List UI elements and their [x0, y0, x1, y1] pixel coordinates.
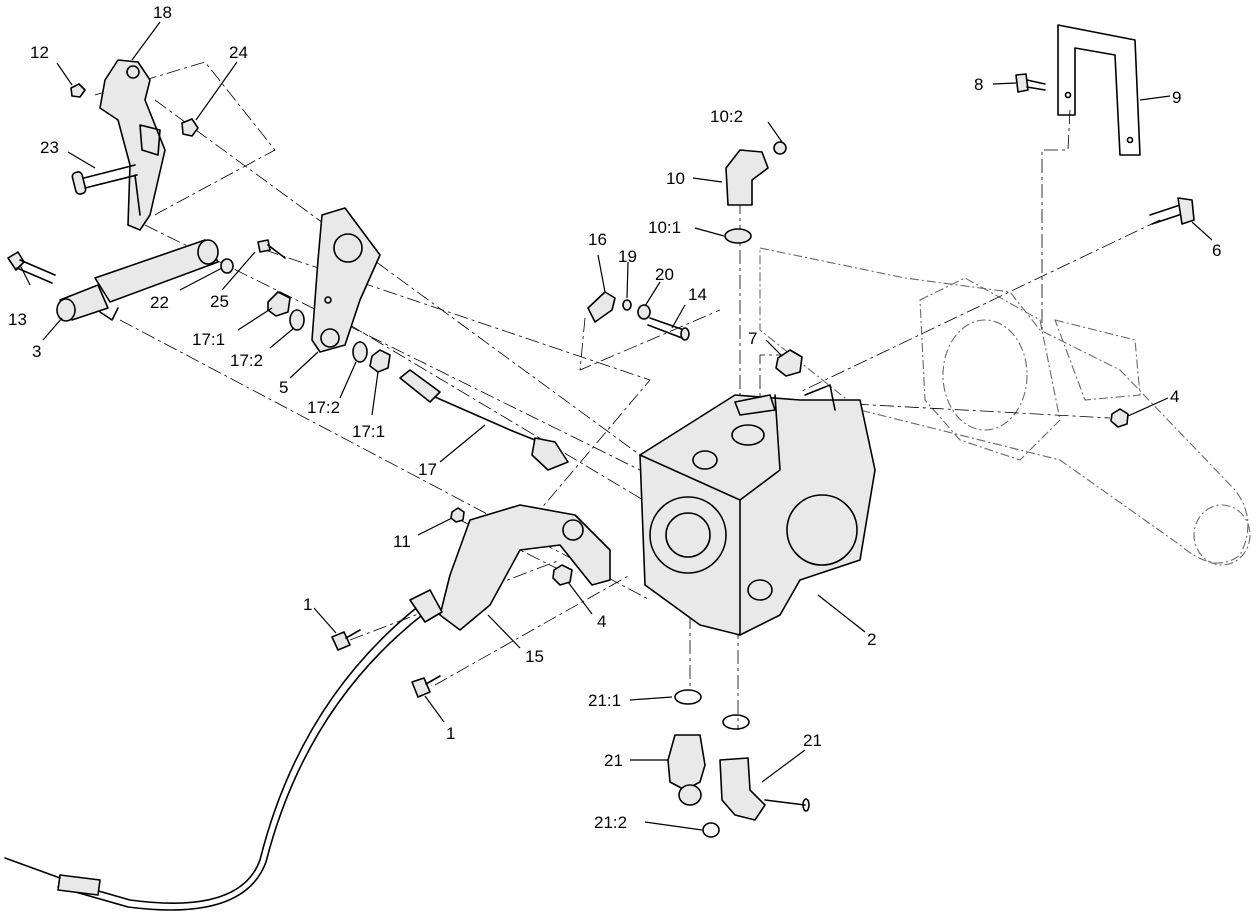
callout-17-2-left: 17:2	[230, 351, 263, 370]
callout-11: 11	[393, 532, 411, 551]
bolt-14	[647, 317, 690, 341]
bolt-25	[257, 239, 286, 259]
nut-17-1-right	[369, 349, 391, 373]
nut-24	[181, 118, 199, 137]
callout-22: 22	[150, 293, 169, 312]
washer-17-2-right	[352, 341, 368, 363]
callout-3: 3	[32, 342, 41, 361]
callout-4-left: 4	[597, 612, 606, 631]
leader-lines	[19, 21, 1213, 831]
washer-20	[637, 304, 651, 320]
washer-22	[220, 258, 234, 274]
nut-4-right	[1110, 408, 1129, 428]
callout-17-1-left: 17:1	[192, 330, 225, 349]
callout-4-right: 4	[1170, 387, 1179, 406]
bracket-9	[1057, 24, 1141, 156]
callout-16: 16	[588, 230, 607, 249]
linkage-16	[587, 291, 616, 323]
callout-12: 12	[30, 43, 49, 62]
callout-15: 15	[525, 647, 544, 666]
pump-housing-2	[639, 384, 876, 636]
fitting-21-left	[667, 734, 706, 806]
callout-21-1: 21:1	[588, 691, 621, 710]
callout-6: 6	[1212, 241, 1221, 260]
callout-labels: 12 18 24 23 13 3 22 25 17:1 17:2 5 17:2 …	[8, 3, 1221, 832]
callout-9: 9	[1172, 88, 1181, 107]
bolt-1-lower	[411, 675, 441, 698]
callout-23: 23	[40, 138, 59, 157]
callout-7: 7	[748, 329, 757, 348]
control-cable	[4, 589, 443, 911]
mounting-plate-5	[311, 207, 381, 353]
sensor-17	[399, 369, 569, 471]
control-lever	[99, 59, 166, 231]
oring-21-1-left	[674, 689, 702, 705]
elbow-fitting-10	[724, 141, 787, 244]
bolt-23	[71, 164, 138, 195]
washer-17-2-left	[289, 309, 305, 331]
nut-12	[70, 83, 86, 98]
cylinder-3	[56, 239, 219, 322]
callout-13: 13	[8, 310, 27, 329]
nut-7	[775, 349, 803, 377]
bolt-8	[1015, 73, 1046, 93]
oring-21-1-right	[722, 714, 750, 730]
oring-21-2	[702, 822, 720, 838]
callout-21-left: 21	[604, 751, 623, 770]
bracket-15	[439, 504, 611, 631]
callout-21-right: 21	[803, 731, 822, 750]
bolt-13	[7, 251, 56, 284]
callout-14: 14	[688, 285, 707, 304]
callout-25: 25	[210, 292, 229, 311]
callout-10: 10	[666, 169, 685, 188]
callout-8: 8	[974, 75, 983, 94]
callout-1-lower: 1	[446, 724, 455, 743]
callout-17: 17	[418, 460, 437, 479]
callout-21-2: 21:2	[594, 813, 627, 832]
callout-17-1-right: 17:1	[352, 422, 385, 441]
callout-10-1: 10:1	[648, 218, 681, 237]
washer-19	[622, 299, 632, 311]
nut-17-1-left	[267, 291, 291, 317]
callout-1-upper: 1	[303, 595, 312, 614]
callout-2: 2	[867, 630, 876, 649]
callout-19: 19	[618, 247, 637, 266]
nut-4-left	[552, 564, 573, 586]
callout-5: 5	[279, 378, 288, 397]
assembly-lines	[94, 61, 1161, 730]
callout-17-2-right: 17:2	[307, 398, 340, 417]
bolt-6	[1149, 197, 1195, 225]
fitting-21-right	[719, 757, 810, 821]
nut-11	[450, 507, 465, 523]
callout-20: 20	[655, 265, 674, 284]
bolt-1-upper	[331, 629, 361, 651]
callout-24: 24	[229, 43, 248, 62]
frame-phantom	[759, 247, 1251, 566]
callout-18: 18	[153, 3, 172, 22]
callout-10-2: 10:2	[710, 107, 743, 126]
